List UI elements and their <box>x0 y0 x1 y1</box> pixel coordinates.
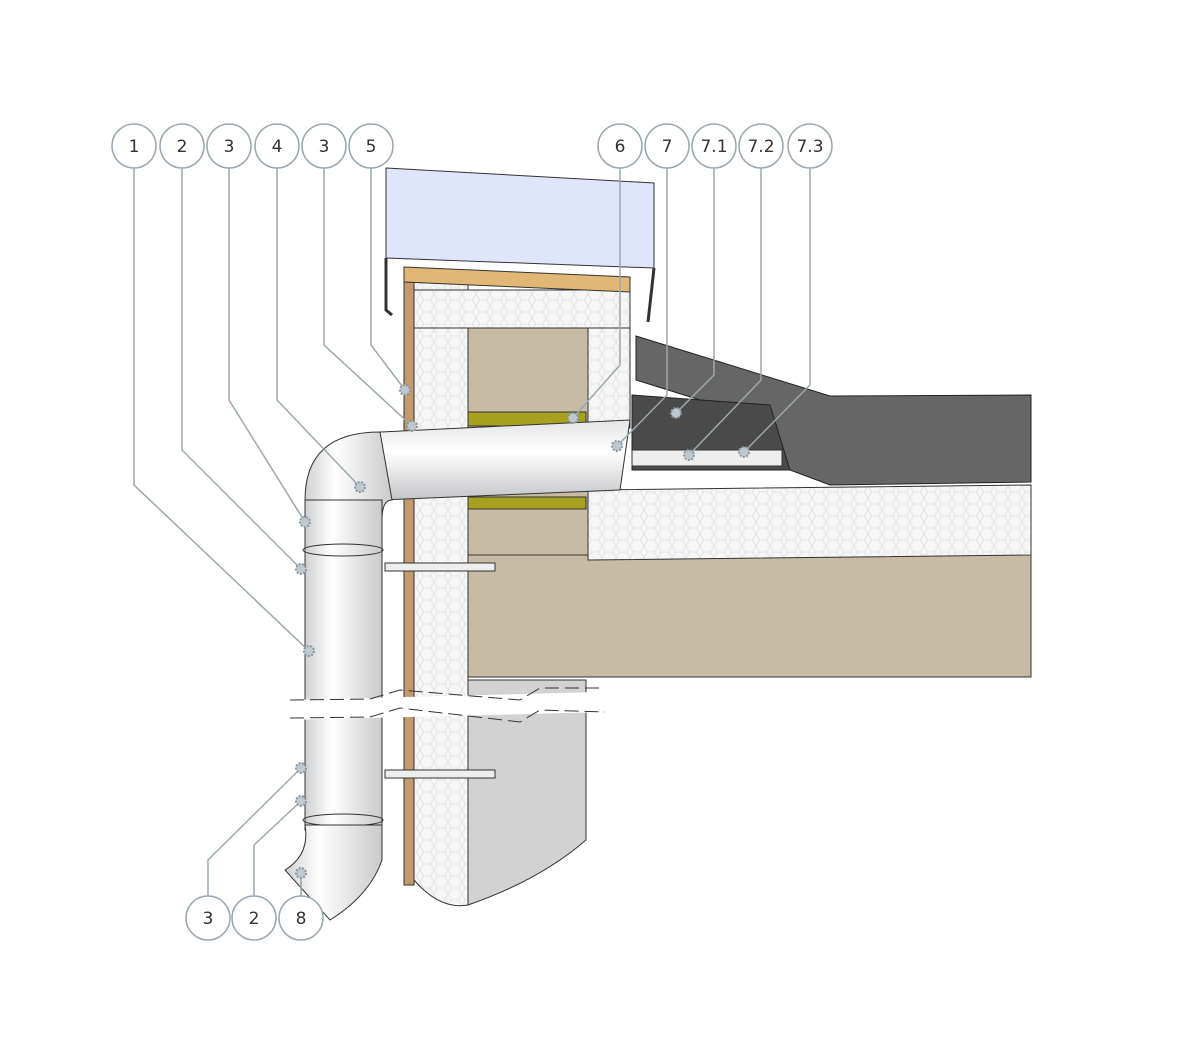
leader-line <box>572 168 621 419</box>
callout-label: 7.3 <box>796 137 823 157</box>
callout-label: 6 <box>615 137 626 157</box>
target-marker-icon <box>295 762 307 774</box>
leader-line <box>207 767 302 896</box>
wood-sheathing <box>403 279 415 886</box>
coping-cap <box>385 167 655 269</box>
concrete-slab <box>467 554 1032 678</box>
target-marker-icon <box>295 795 307 807</box>
callout-bubble: 8 <box>278 895 324 941</box>
callout-bubble: 5 <box>348 123 394 169</box>
coping-drip-left <box>384 258 393 317</box>
roof-insulation <box>587 484 1032 561</box>
leader-line <box>323 168 413 427</box>
callout-label: 3 <box>203 909 214 929</box>
bracket <box>384 769 496 779</box>
target-marker-icon <box>354 481 366 493</box>
callout-label: 7.2 <box>747 137 774 157</box>
callout-bubble: 3 <box>185 895 231 941</box>
callout-label: 3 <box>319 137 330 157</box>
break-line <box>289 687 600 701</box>
pipe-joint <box>302 543 384 557</box>
break-gap <box>290 692 605 720</box>
target-marker-icon <box>406 420 418 432</box>
callout-bubble: 2 <box>159 123 205 169</box>
target-marker-icon <box>670 407 682 419</box>
callout-label: 3 <box>224 137 235 157</box>
leader-line <box>688 168 762 456</box>
leader-line <box>276 168 361 488</box>
callout-bubble: 7.2 <box>738 123 784 169</box>
target-marker-icon <box>738 446 750 458</box>
callout-label: 8 <box>296 909 307 929</box>
sealing-strip-bottom <box>467 496 587 510</box>
callout-label: 4 <box>272 137 283 157</box>
leader-line <box>253 800 302 896</box>
parapet-insulation <box>413 289 631 329</box>
callout-bubble: 2 <box>231 895 277 941</box>
callout-bubble: 7.3 <box>787 123 833 169</box>
callout-bubble: 3 <box>206 123 252 169</box>
target-marker-icon <box>683 449 695 461</box>
leader-line <box>133 168 310 652</box>
roof-membrane <box>635 335 1032 486</box>
callout-bubble: 7 <box>644 123 690 169</box>
callout-label: 5 <box>366 137 377 157</box>
leader-line <box>370 168 406 391</box>
target-marker-icon <box>299 516 311 528</box>
callout-bubble: 7.1 <box>691 123 737 169</box>
target-marker-icon <box>611 440 623 452</box>
target-marker-icon <box>295 563 307 575</box>
outlet-pipe-horizontal <box>379 419 631 501</box>
callout-bubble: 1 <box>111 123 157 169</box>
target-marker-icon <box>567 412 579 424</box>
callout-label: 1 <box>129 137 140 157</box>
leader-line <box>616 168 668 447</box>
target-marker-icon <box>295 867 307 879</box>
outlet-flange <box>631 449 783 467</box>
leader-line <box>675 168 715 414</box>
callout-label: 7.1 <box>700 137 727 157</box>
callout-bubble: 6 <box>597 123 643 169</box>
leader-line <box>181 168 302 570</box>
target-marker-icon <box>303 645 315 657</box>
callout-label: 7 <box>662 137 673 157</box>
bracket <box>384 562 496 572</box>
callout-bubble: 4 <box>254 123 300 169</box>
wall-insulation <box>413 279 469 907</box>
callout-label: 2 <box>177 137 188 157</box>
leader-line <box>743 168 811 453</box>
pipe-shoe <box>284 824 383 921</box>
break-line <box>289 707 606 723</box>
timber-top <box>403 266 631 293</box>
callout-label: 2 <box>249 909 260 929</box>
downpipe <box>304 499 383 831</box>
callout-bubble: 3 <box>301 123 347 169</box>
coping-drip-right <box>646 267 656 323</box>
leader-line <box>228 168 306 523</box>
masonry-wall <box>467 679 587 906</box>
target-marker-icon <box>399 384 411 396</box>
